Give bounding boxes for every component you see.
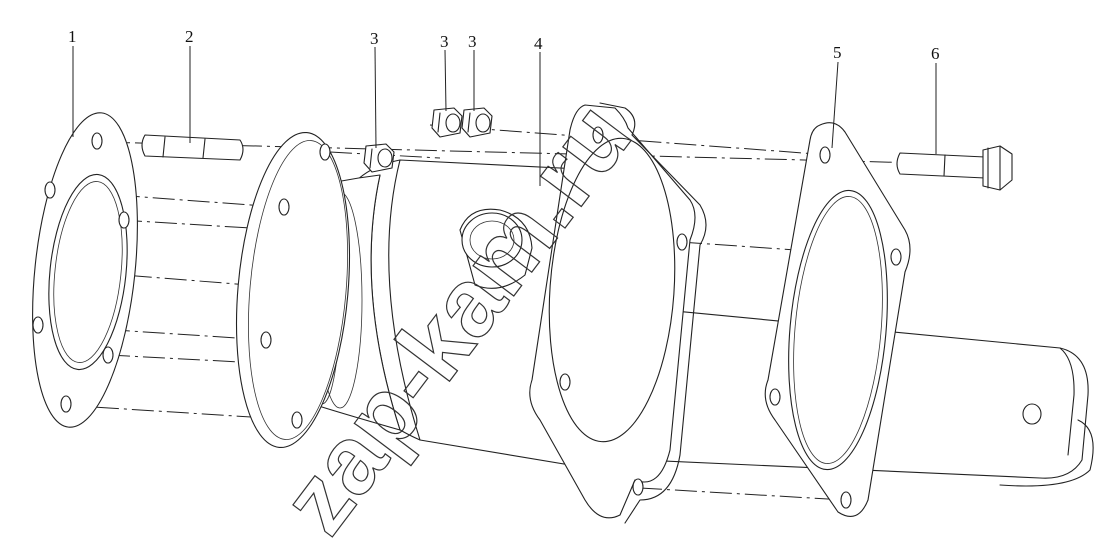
callout-3-left: 3 xyxy=(370,29,379,48)
nut-middle xyxy=(431,107,463,138)
callout-6: 6 xyxy=(931,44,940,63)
leader-lines xyxy=(72,46,937,186)
gasket-ring xyxy=(32,112,138,428)
callout-2: 2 xyxy=(185,27,194,46)
pin xyxy=(141,134,244,161)
callout-3-right: 3 xyxy=(468,32,477,51)
callout-4: 4 xyxy=(534,34,543,53)
nut-left xyxy=(363,143,395,173)
callout-3-middle: 3 xyxy=(440,32,449,51)
gasket-plate xyxy=(764,122,911,517)
callout-5: 5 xyxy=(833,43,842,62)
bolt xyxy=(896,145,1013,191)
nut-right xyxy=(461,107,493,138)
callout-1: 1 xyxy=(68,27,77,46)
callout-labels: 1 2 3 3 3 4 5 6 xyxy=(68,27,940,63)
